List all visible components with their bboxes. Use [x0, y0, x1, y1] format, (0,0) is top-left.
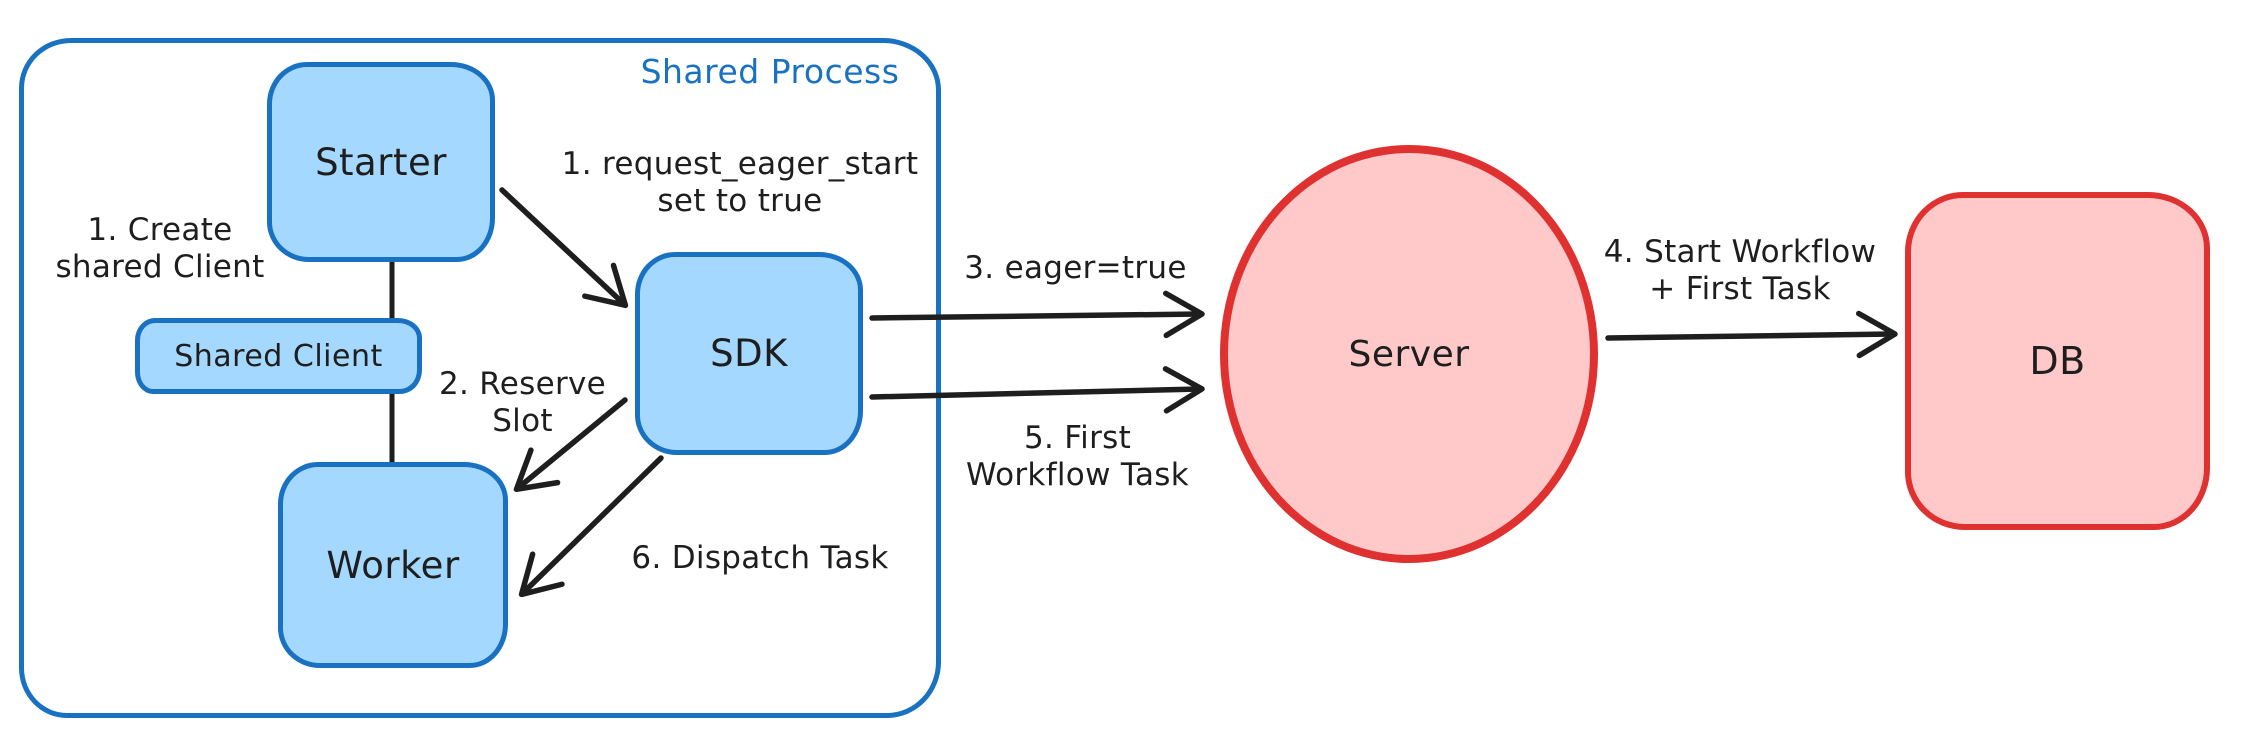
- arrow-eager-true: [869, 290, 1205, 339]
- worker-label: Worker: [326, 543, 460, 587]
- db-node: DB: [1905, 192, 2210, 530]
- sdk-node: SDK: [635, 252, 863, 455]
- arrow-dispatch-task: [518, 455, 664, 598]
- annotation-first-workflow-task: 5. First Workflow Task: [965, 420, 1189, 494]
- db-label: DB: [2029, 339, 2086, 383]
- annotation-start-workflow: 4. Start Workflow + First Task: [1603, 234, 1877, 308]
- shared-client-node: Shared Client: [135, 318, 422, 394]
- annotation-dispatch-task: 6. Dispatch Task: [631, 540, 889, 576]
- starter-node: Starter: [267, 62, 495, 262]
- annotation-request-eager-start: 1. request_eager_start set to true: [561, 146, 919, 220]
- shared-process-container: [19, 38, 941, 718]
- annotation-eager-true: 3. eager=true: [964, 250, 1187, 286]
- worker-node: Worker: [278, 462, 508, 668]
- server-label: Server: [1348, 333, 1470, 375]
- annotation-create-shared-client: 1. Create shared Client: [55, 212, 265, 286]
- shared-process-label: Shared Process: [640, 52, 900, 91]
- arrow-first-workflow-task: [869, 366, 1205, 414]
- arrow-start-workflow: [1605, 310, 1898, 359]
- annotation-reserve-slot: 2. Reserve Slot: [438, 366, 607, 440]
- sdk-label: SDK: [710, 332, 788, 375]
- arrow-request-eager-start: [499, 187, 629, 309]
- starter-label: Starter: [315, 140, 447, 184]
- arrow-reserve-slot: [513, 397, 628, 493]
- server-node: Server: [1220, 145, 1598, 563]
- shared-client-label: Shared Client: [174, 338, 383, 374]
